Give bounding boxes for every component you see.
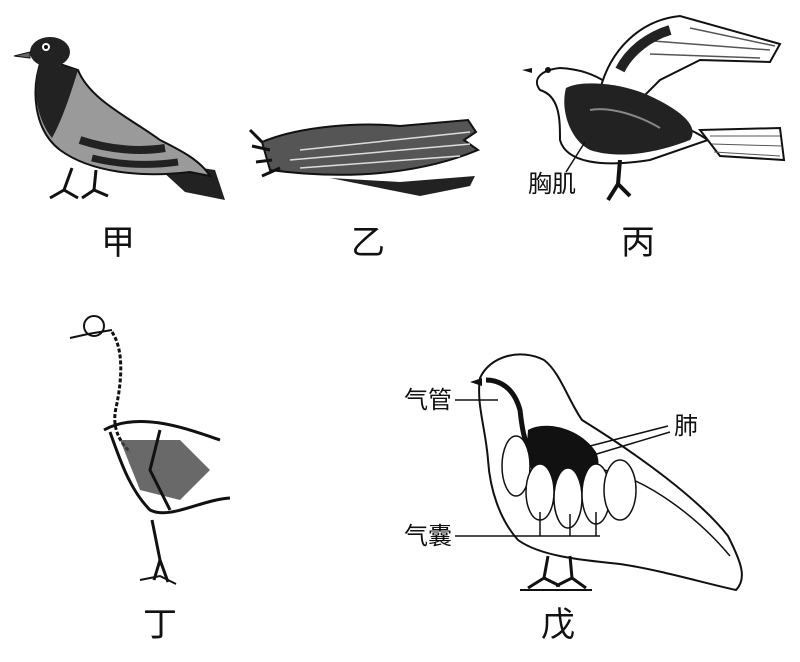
label-lung: 肺 [674,414,698,438]
caption-bing: 丙 [621,226,655,260]
wing-drawing [250,120,478,196]
label-trachea: 气管 [404,388,452,412]
caption-yi: 乙 [351,226,385,260]
caption-jia: 甲 [101,226,135,260]
label-air-sac: 气囊 [404,524,452,548]
respiratory-system-drawing [455,354,742,590]
label-chest-muscle: 胸肌 [528,172,576,196]
caption-wu: 戊 [541,608,575,642]
caption-ding: 丁 [143,608,177,642]
skeleton-drawing [70,316,230,584]
pigeon-standing-drawing [14,37,225,200]
